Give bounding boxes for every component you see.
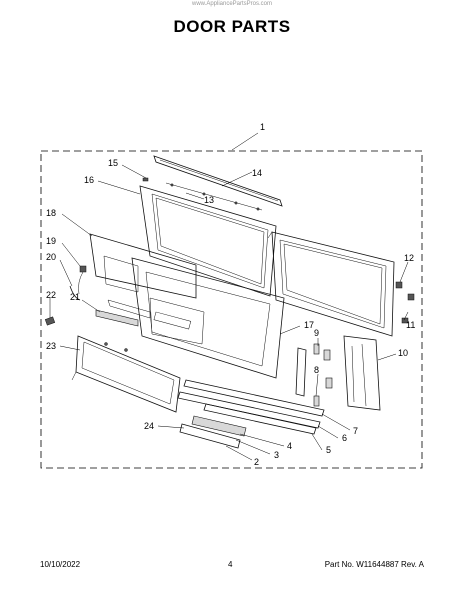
callout-12: 12 xyxy=(404,253,414,263)
callout-13: 13 xyxy=(204,195,214,205)
callout-18: 18 xyxy=(46,208,56,218)
callout-22: 22 xyxy=(46,290,56,300)
part-side-latch xyxy=(343,335,381,411)
watermark: www.AppliancePartsPros.com xyxy=(191,1,273,7)
callout-8: 8 xyxy=(314,365,319,375)
page-title: DOOR PARTS xyxy=(173,17,291,36)
part-door-frame-right xyxy=(267,231,395,337)
part-latch-b xyxy=(313,395,320,407)
callout-11: 11 xyxy=(406,320,415,330)
callout-1: 1 xyxy=(260,122,265,132)
callout-2: 2 xyxy=(254,457,259,467)
part-inner-glass xyxy=(89,233,197,319)
part-connector xyxy=(78,265,87,295)
footer-date: 10/10/2022 xyxy=(40,560,81,569)
part-key-strips xyxy=(177,379,325,449)
callout-6: 6 xyxy=(342,433,347,443)
part-latch-a xyxy=(313,343,320,355)
callout-17: 17 xyxy=(304,320,314,330)
callout-19: 19 xyxy=(46,236,56,246)
callout-21: 21 xyxy=(70,292,80,302)
part-display-tray xyxy=(71,335,181,413)
part-outer-door xyxy=(131,257,285,379)
callout-3: 3 xyxy=(274,450,279,460)
footer-part-number: Part No. W11644887 Rev. A xyxy=(324,560,424,569)
callout-10: 10 xyxy=(398,348,408,358)
callout-14: 14 xyxy=(252,168,262,178)
part-clip xyxy=(142,177,149,182)
part-hinge-screws xyxy=(165,182,263,211)
callout-7: 7 xyxy=(353,426,358,436)
part-switch xyxy=(44,316,56,326)
part-inner-frame xyxy=(139,185,277,297)
part-control-board xyxy=(95,309,139,327)
leader-lines xyxy=(49,132,409,461)
part-vertical-bar xyxy=(295,347,307,397)
part-wire xyxy=(69,285,81,301)
part-top-trim xyxy=(153,155,283,207)
callout-24: 24 xyxy=(144,421,154,431)
part-hinge-clip-b xyxy=(407,293,415,301)
part-latch-c xyxy=(323,349,331,361)
callout-9: 9 xyxy=(314,328,319,338)
assembly-boundary xyxy=(40,150,423,469)
part-hinge-clip-a xyxy=(395,281,403,289)
callout-4: 4 xyxy=(287,441,292,451)
callout-15: 15 xyxy=(108,158,118,168)
footer-page-number: 4 xyxy=(228,560,233,569)
callout-5: 5 xyxy=(326,445,331,455)
callout-20: 20 xyxy=(46,252,56,262)
callout-23: 23 xyxy=(46,341,56,351)
callout-16: 16 xyxy=(84,175,94,185)
part-latch-d xyxy=(325,377,333,389)
